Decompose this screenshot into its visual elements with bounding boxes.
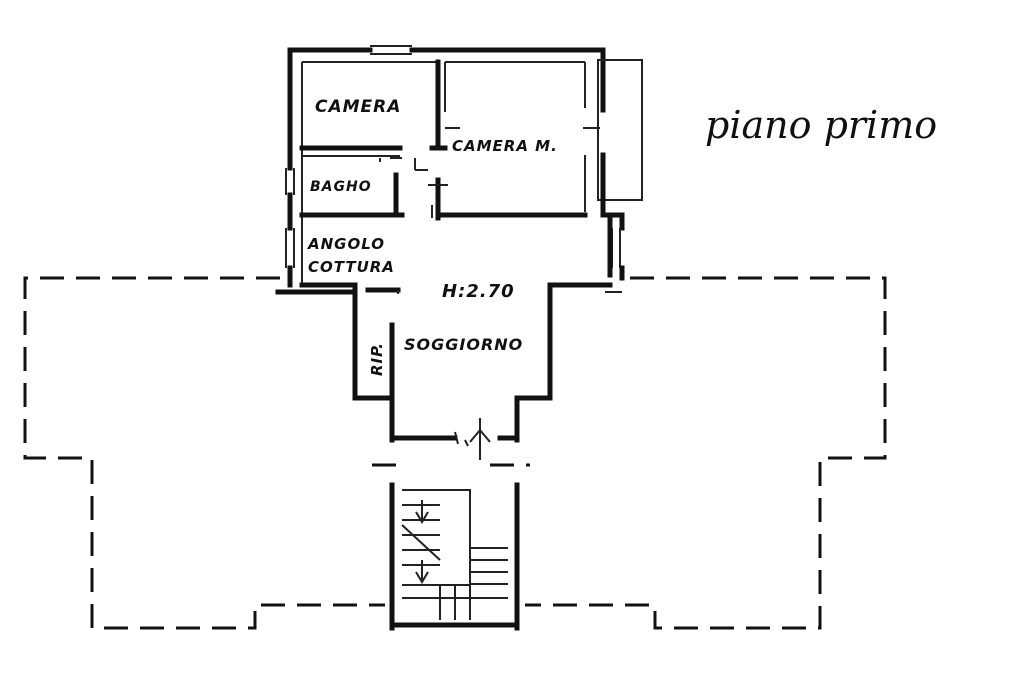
room-label-angolo-cottura-2: COTTURA bbox=[308, 258, 395, 276]
plan-title: piano primo bbox=[705, 103, 937, 147]
stairwell bbox=[389, 482, 520, 631]
room-label-angolo-cottura-1: ANGOLO bbox=[307, 235, 385, 253]
apartment-walls bbox=[275, 45, 643, 460]
building-outline bbox=[23, 276, 887, 630]
ceiling-height-note: H:2.70 bbox=[442, 281, 515, 302]
room-label-soggiorno: SOGGIORNO bbox=[404, 335, 523, 354]
room-label-camera: CAMERA bbox=[315, 97, 401, 117]
room-label-ripostiglio: RIP. bbox=[368, 342, 386, 376]
room-label-camera-matrimoniale: CAMERA M. bbox=[452, 137, 558, 155]
room-label-bagno: BAGHO bbox=[310, 179, 372, 195]
